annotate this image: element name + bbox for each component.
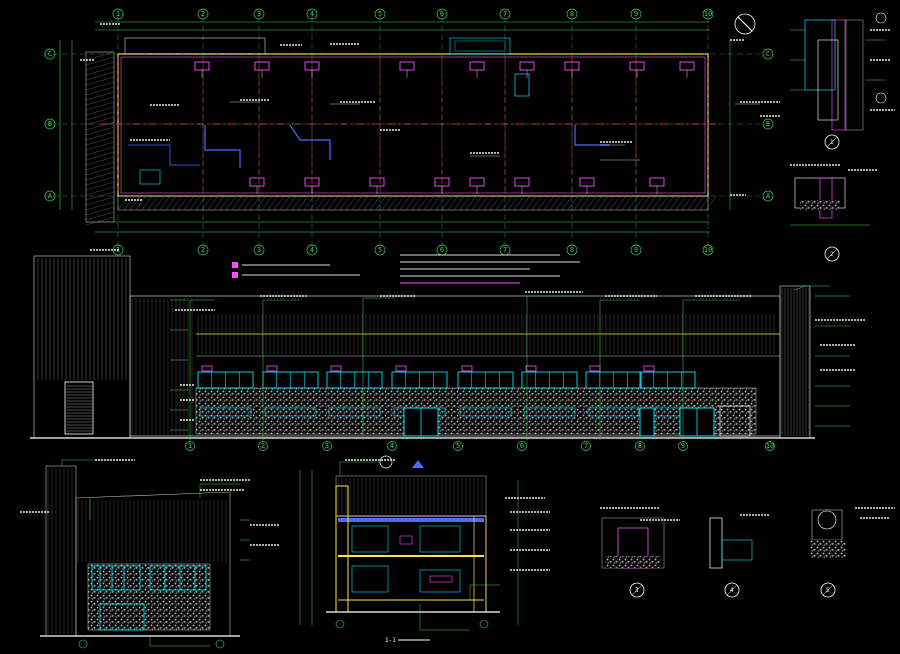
svg-text:6: 6	[440, 246, 444, 254]
grid-bubble-bottom: 9	[630, 244, 642, 256]
grid-bubble-top: 8	[566, 8, 578, 20]
svg-text:C: C	[766, 50, 770, 58]
front-elevation: 1 2 3 4 5 6 7 8 9 10	[30, 255, 850, 451]
grid-bubble-bottom: 5	[374, 244, 386, 256]
section-sheet-label: 1-1	[385, 637, 396, 644]
grid-bubble-bottom: 2	[197, 244, 209, 256]
elevation-grid-bubble: 6	[517, 441, 527, 451]
grid-bubble-bottom: 8	[566, 244, 578, 256]
elevation-grid-bubble: 4	[387, 441, 397, 451]
svg-text:6: 6	[440, 10, 444, 18]
svg-text:8: 8	[570, 10, 574, 18]
grid-bubble-bottom: 10	[702, 244, 714, 256]
floor-plan: 1122334455667788991010CCBBAA	[44, 8, 774, 256]
grid-bubble-side: C	[44, 48, 56, 60]
grid-bubble-top: 5	[374, 8, 386, 20]
detail-mark: 2	[824, 246, 840, 262]
elevation-grid-bubble: 9	[678, 441, 688, 451]
svg-text:2: 2	[201, 246, 205, 254]
grid-bubble-side: A	[44, 190, 56, 202]
elevation-grid-bubble: 1	[185, 441, 195, 451]
grid-bubble-top: 1	[112, 8, 124, 20]
svg-text:2: 2	[201, 10, 205, 18]
svg-text:4: 4	[310, 246, 314, 254]
building-section: 1-1	[299, 455, 519, 644]
grid-bubble-top: 10	[702, 8, 714, 20]
detail-mark: 4	[724, 582, 740, 598]
svg-text:B: B	[766, 120, 770, 128]
svg-text:5: 5	[378, 10, 382, 18]
side-elevation	[40, 459, 250, 649]
svg-text:3: 3	[257, 246, 261, 254]
elevation-grid-bubble: 8	[635, 441, 645, 451]
entrance-door	[639, 407, 655, 437]
svg-text:4: 4	[310, 10, 314, 18]
grid-bubble-top: 6	[436, 8, 448, 20]
grid-bubble-side: B	[44, 118, 56, 130]
svg-text:9: 9	[634, 10, 638, 18]
grid-bubble-top: 9	[630, 8, 642, 20]
svg-text:8: 8	[638, 442, 642, 450]
svg-text:5: 5	[378, 246, 382, 254]
grid-bubble-side: C	[762, 48, 774, 60]
plan-notes	[232, 254, 580, 284]
svg-text:10: 10	[704, 246, 712, 254]
svg-text:3: 3	[325, 442, 329, 450]
svg-text:B: B	[48, 120, 52, 128]
svg-text:9: 9	[681, 442, 685, 450]
svg-text:2: 2	[830, 251, 834, 258]
elevation-grid-bubble: 5	[453, 441, 463, 451]
svg-text:1: 1	[116, 10, 120, 18]
svg-text:9: 9	[634, 246, 638, 254]
elevation-grid-bubble: 7	[581, 441, 591, 451]
svg-text:10: 10	[766, 442, 774, 450]
svg-text:1: 1	[188, 442, 192, 450]
svg-text:7: 7	[584, 442, 588, 450]
svg-text:3: 3	[257, 10, 261, 18]
svg-text:4: 4	[390, 442, 394, 450]
grid-bubble-top: 3	[253, 8, 265, 20]
detail-mark: 3	[629, 582, 645, 598]
grid-bubble-bottom: 4	[306, 244, 318, 256]
elevation-grid-bubble: 10	[765, 441, 775, 451]
svg-text:6: 6	[520, 442, 524, 450]
svg-text:7: 7	[503, 10, 507, 18]
svg-text:4: 4	[730, 587, 734, 594]
grid-bubble-side: B	[762, 118, 774, 130]
svg-text:5: 5	[826, 587, 830, 594]
svg-text:8: 8	[570, 246, 574, 254]
grid-bubble-top: 4	[306, 8, 318, 20]
grid-bubble-bottom: 3	[253, 244, 265, 256]
detail-mark: 1	[824, 134, 840, 150]
detail-mark: 5	[820, 582, 836, 598]
svg-text:10: 10	[704, 10, 712, 18]
elevation-grid-bubble: 3	[322, 441, 332, 451]
grid-bubble-top: 2	[197, 8, 209, 20]
elevation-grid-bubble: 2	[258, 441, 268, 451]
grid-bubble-top: 7	[499, 8, 511, 20]
svg-text:A: A	[766, 192, 771, 200]
grid-bubble-side: A	[762, 190, 774, 202]
svg-text:1: 1	[830, 139, 834, 146]
construction-details	[601, 12, 887, 569]
svg-text:7: 7	[503, 246, 507, 254]
svg-text:3: 3	[635, 587, 639, 594]
svg-text:2: 2	[261, 442, 265, 450]
svg-text:A: A	[48, 192, 53, 200]
svg-text:C: C	[48, 50, 52, 58]
svg-text:5: 5	[456, 442, 460, 450]
